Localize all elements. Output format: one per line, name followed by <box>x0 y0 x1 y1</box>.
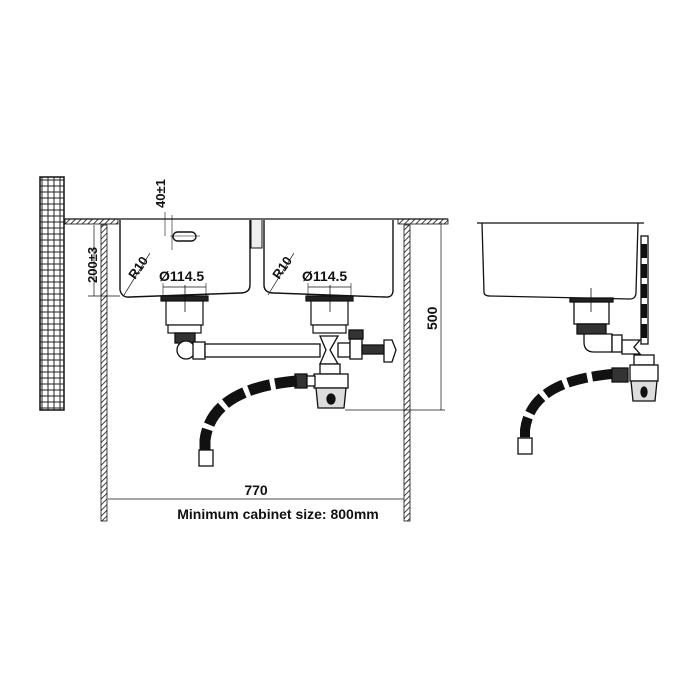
side-hose-connector <box>517 437 533 455</box>
waste-pipe <box>174 329 397 409</box>
side-view <box>477 222 659 402</box>
cabinet-wall-left <box>100 224 108 522</box>
drain-right <box>305 283 354 334</box>
wall-tiles <box>39 176 65 411</box>
drain-hose <box>199 375 298 452</box>
dim-width-label: 770 <box>244 482 268 498</box>
drain-left <box>160 283 209 334</box>
cabinet-wall-right <box>403 224 411 522</box>
drain-right-label: Ø114.5 <box>302 268 347 284</box>
side-drain-hose <box>520 369 613 440</box>
overflow-slot <box>172 231 197 242</box>
dim-depth-label: 200±3 <box>85 247 100 283</box>
dim-height-label: 500 <box>424 306 440 330</box>
drain-left-label: Ø114.5 <box>159 268 204 284</box>
sink-bowl-right <box>263 220 394 298</box>
cabinet-size-caption: Minimum cabinet size: 800mm <box>177 506 379 522</box>
hose-connector <box>198 449 214 467</box>
dim-overflow-label: 40±1 <box>153 179 168 208</box>
countertop <box>64 218 449 225</box>
bowl-divider <box>250 220 263 249</box>
dimension-lines <box>88 222 445 500</box>
